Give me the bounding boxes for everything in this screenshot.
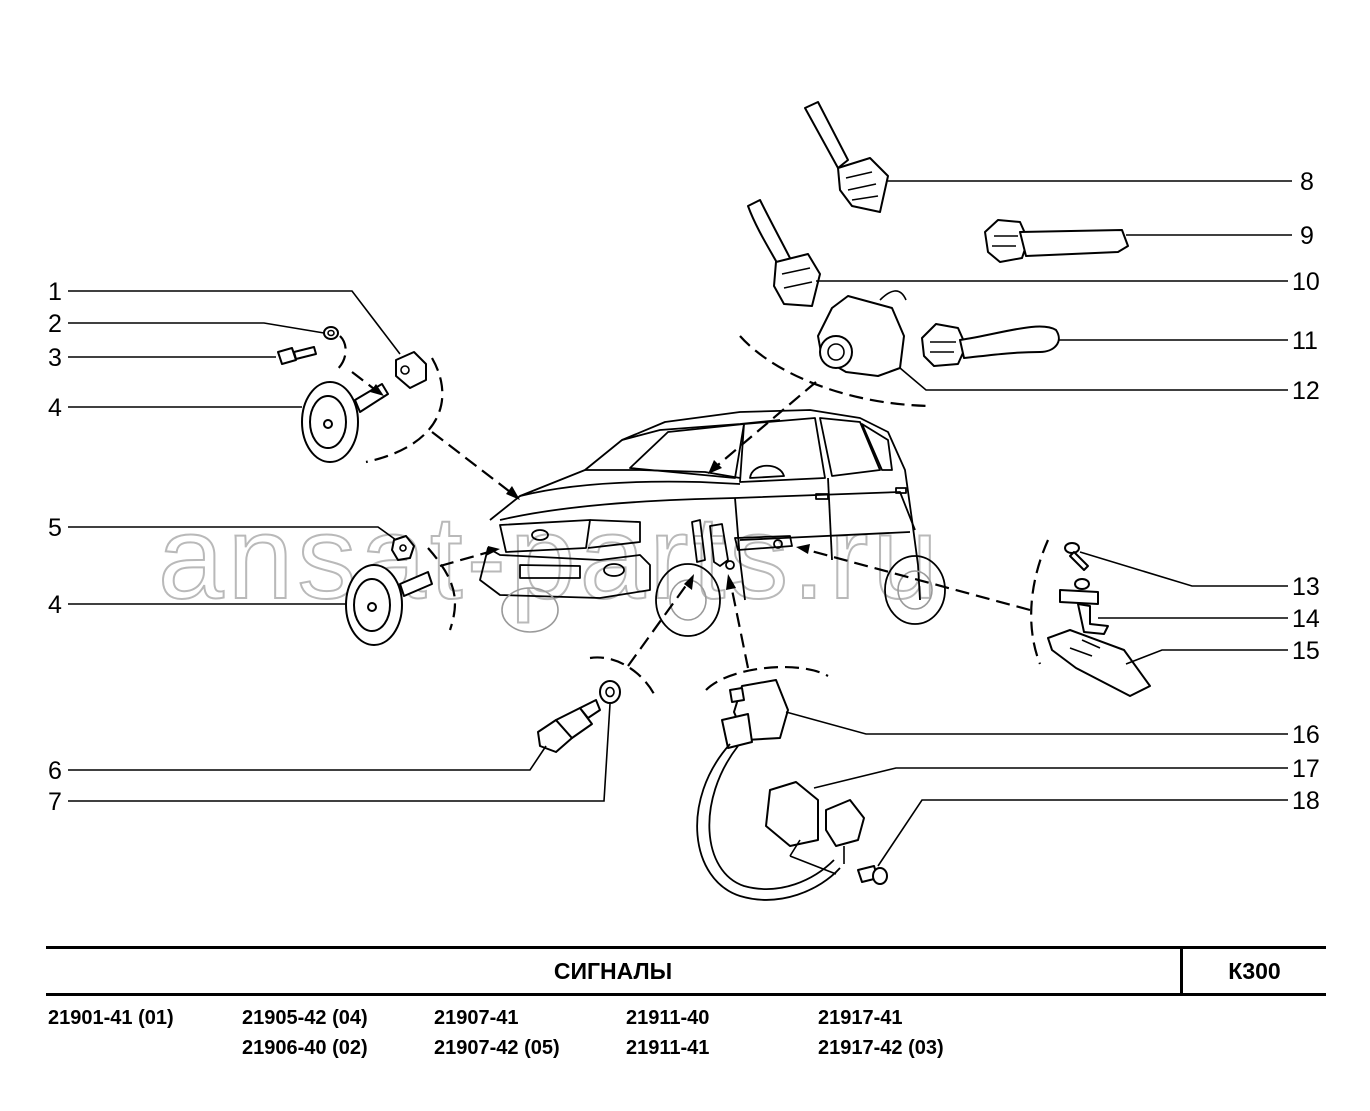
callout-18: 18	[1292, 787, 1320, 815]
wire-harness-connector	[696, 679, 841, 901]
callout-4-upper: 4	[48, 394, 62, 422]
callout-13: 13	[1292, 573, 1320, 601]
door-switch-bracket	[1047, 629, 1151, 697]
model-column-3: 21907-41 21907-42 (05)	[434, 1003, 560, 1063]
car-illustration	[479, 409, 946, 637]
callout-11: 11	[1292, 327, 1318, 355]
callout-2: 2	[48, 310, 62, 338]
callout-7: 7	[48, 788, 62, 816]
exploded-parts-diagram: ansat-parts.ru	[48, 101, 1320, 901]
model-code: 21906-40 (02)	[242, 1037, 368, 1059]
model-column-5: 21917-41 21917-42 (03)	[818, 1003, 944, 1063]
model-column-1: 21901-41 (01)	[48, 1003, 174, 1033]
washer	[323, 326, 339, 340]
model-column-4: 21911-40 21911-41	[626, 1003, 709, 1063]
callout-15: 15	[1292, 637, 1320, 665]
callout-9: 9	[1300, 222, 1314, 250]
assembly-markers	[333, 335, 1050, 695]
callout-12: 12	[1292, 377, 1320, 405]
callout-4-lower: 4	[48, 591, 62, 619]
model-code: 21907-41	[434, 1007, 519, 1029]
model-code: 21901-41 (01)	[48, 1007, 174, 1029]
horn-upper	[301, 381, 389, 463]
callout-14: 14	[1292, 605, 1320, 633]
switch-nut	[599, 680, 621, 704]
model-column-2: 21905-42 (04) 21906-40 (02)	[242, 1003, 368, 1063]
horn-lower	[345, 564, 433, 646]
model-code: 21917-41	[818, 1007, 903, 1029]
stalk-switch-11	[921, 323, 1060, 367]
diagram-title: СИГНАЛЫ	[46, 949, 1183, 993]
model-code: 21911-40	[626, 1007, 710, 1029]
callout-5: 5	[48, 514, 62, 542]
leader-lines	[68, 180, 1292, 867]
model-list: 21901-41 (01) 21905-42 (04) 21906-40 (02…	[48, 1003, 1328, 1063]
model-code: 21905-42 (04)	[242, 1007, 368, 1029]
horn-nut-lower	[391, 535, 415, 561]
stalk-switch-8	[804, 101, 889, 213]
callout-10: 10	[1292, 268, 1320, 296]
diagram-code: К300	[1228, 957, 1281, 984]
callout-8: 8	[1300, 168, 1314, 196]
column-switch-housing	[817, 290, 907, 377]
model-code: 21917-42 (03)	[818, 1037, 944, 1059]
title-block: СИГНАЛЫ К300	[46, 946, 1326, 996]
horn-nut-upper	[395, 351, 427, 389]
door-switch	[1059, 578, 1109, 635]
stalk-switch-9	[984, 219, 1129, 263]
bracket-screw	[857, 865, 888, 885]
bolt	[277, 346, 317, 365]
model-code: 21907-42 (05)	[434, 1037, 560, 1059]
stalk-switch-10	[747, 199, 821, 307]
callout-numbers: 1 2 3 4 4 5 6 7 8 9 10 11 12 13 14 15 16…	[48, 168, 1320, 816]
model-code: 21911-41	[626, 1037, 710, 1059]
callout-16: 16	[1292, 721, 1320, 749]
callout-1: 1	[48, 278, 62, 306]
switch-bracket	[765, 781, 865, 875]
callout-17: 17	[1292, 755, 1320, 783]
door-switch-screw	[1064, 542, 1089, 571]
callout-6: 6	[48, 757, 62, 785]
brake-light-switch	[537, 699, 601, 753]
callout-3: 3	[48, 344, 62, 372]
